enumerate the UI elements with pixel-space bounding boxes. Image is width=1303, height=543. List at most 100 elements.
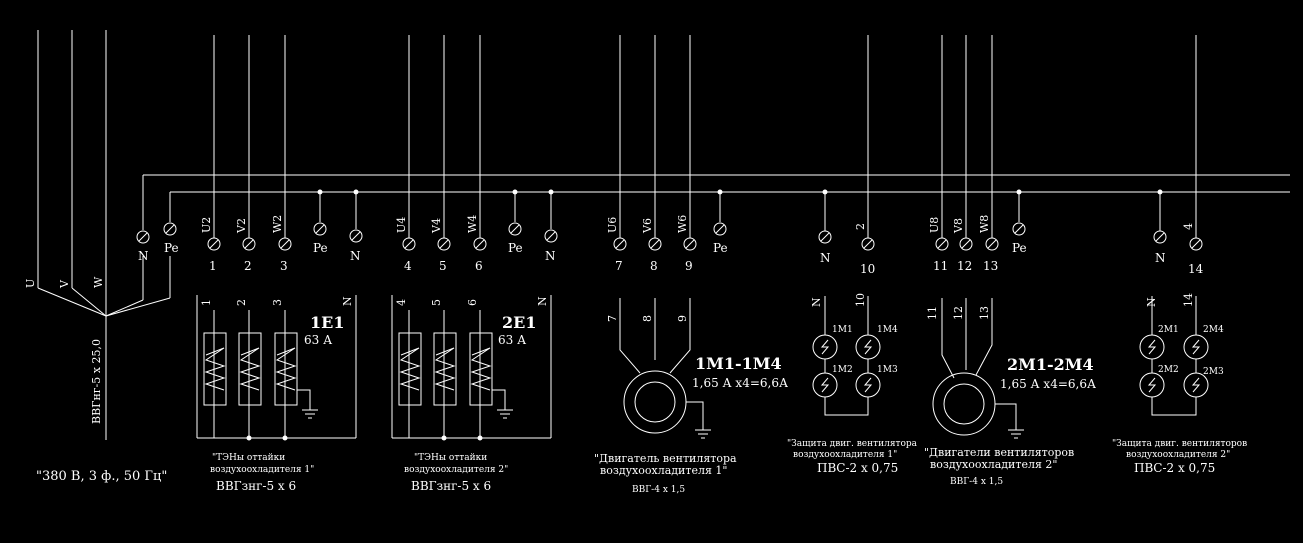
top-label: N (810, 297, 823, 307)
pe-label: Pe (713, 241, 728, 255)
terminal-label: W2 (271, 215, 284, 233)
cable-label: ВВГзнг-5 х 6 (411, 479, 491, 493)
device-label: 2М3 (1203, 367, 1224, 377)
terminal-12 (959, 237, 973, 251)
cable-label: ВВГзнг-5 х 6 (216, 479, 296, 493)
supply-phase-u: U (24, 279, 37, 288)
terminal-number: 11 (933, 259, 948, 273)
terminal-label: U8 (928, 217, 941, 233)
device-label: 2М4 (1203, 325, 1224, 335)
terminal-label: U4 (395, 217, 408, 233)
pe-label: Pe (1012, 241, 1027, 255)
cable-label: ВВГ-4 х 1,5 (632, 485, 685, 495)
terminal-11 (935, 237, 949, 251)
terminal-number: 14 (1188, 262, 1204, 276)
terminal-number: 9 (685, 259, 693, 273)
load-label: N (341, 296, 354, 306)
terminal-n (544, 229, 558, 243)
terminal-number: 1 (209, 259, 217, 273)
terminal-pe (163, 222, 177, 236)
supply-cable-label: ВВГнг-5 х 25,0 (90, 339, 103, 424)
motor-1m1-1m4: U6 V6 W6 7 8 9 Pe 7 8 9 1М1-1М4 1,65 А х… (594, 35, 788, 495)
load-current: 63 А (304, 333, 332, 347)
load-label: 3 (271, 299, 284, 306)
top-label: 14 (1182, 293, 1195, 307)
terminal-13 (985, 237, 999, 251)
load-label: 1 (200, 299, 213, 306)
device-label: 1М4 (877, 325, 898, 335)
device-label: 1М3 (877, 365, 898, 375)
terminal-8 (648, 237, 662, 251)
terminal-label: 2 (854, 223, 867, 230)
terminal-n (136, 230, 150, 244)
supply-phase-v: V (58, 279, 71, 289)
caption: воздухоохладителя 1" (210, 465, 314, 475)
terminal-label: W4 (466, 215, 479, 233)
cable-label: ПВС-2 х 0,75 (1134, 461, 1215, 475)
terminal-pe (1012, 222, 1026, 236)
supply-phase-w: W (92, 276, 105, 288)
terminal-label: W6 (676, 215, 689, 233)
load-label: 4 (395, 299, 408, 306)
terminal-number: 4 (404, 259, 412, 273)
supply-feed: U V W ВВГнг-5 х 25,0 "380 В, 3 ф., 50 Гц… (24, 30, 171, 484)
terminal-number: 7 (615, 259, 623, 273)
load-label: 6 (466, 299, 479, 306)
terminal-n (818, 230, 832, 244)
caption: воздухоохладителя 2" (930, 458, 1057, 471)
terminal-label: V8 (952, 218, 965, 234)
terminal-number: 8 (650, 259, 658, 273)
wire-label: 9 (676, 315, 689, 322)
terminal-label: V2 (235, 218, 248, 234)
device-label: 2М1 (1158, 325, 1179, 335)
terminal-label: U6 (606, 217, 619, 233)
terminal-number: 13 (983, 259, 998, 273)
caption: "Защита двиг. вентиляторов (1112, 439, 1247, 449)
cable-label: ВВГ-4 х 1,5 (950, 477, 1003, 487)
wire-label: 8 (641, 315, 654, 322)
cable-label: ПВС-2 х 0,75 (817, 461, 898, 475)
terminal-3 (278, 237, 292, 251)
n-label: N (545, 249, 556, 263)
wire-label: 12 (952, 306, 965, 320)
motor-icon (932, 372, 996, 436)
terminal-pe (313, 222, 327, 236)
terminal-label: 4 (1182, 223, 1195, 230)
terminal-number: 10 (860, 262, 875, 276)
top-label: 10 (854, 293, 867, 307)
bus-lines (142, 174, 1290, 230)
terminal-1 (207, 237, 221, 251)
terminal-4 (402, 237, 416, 251)
caption: воздухоохладителя 2" (404, 465, 508, 475)
terminal-9 (683, 237, 697, 251)
terminal-number: 3 (280, 259, 288, 273)
terminal-number: 6 (475, 259, 483, 273)
caption: "ТЭНы оттайки (212, 453, 285, 463)
protection-2: 4 N 14 N 14 2М1 2М4 2М2 2М3 "Защита двиг… (1112, 35, 1247, 475)
terminal-number: 12 (957, 259, 972, 273)
load-name: 2E1 (502, 313, 536, 332)
load-current: 63 А (498, 333, 526, 347)
caption: воздухоохладителя 1" (600, 464, 727, 477)
load-name: 1E1 (310, 313, 344, 332)
motor-name: 1М1-1М4 (695, 354, 782, 373)
motor-current: 1,65 А х4=6,6А (692, 376, 788, 390)
terminal-label: V4 (430, 218, 443, 234)
device-label: 1М1 (832, 325, 853, 335)
bus-terminals: N Pe (136, 222, 179, 263)
caption: "Двигатели вентиляторов (924, 446, 1074, 459)
bus-pe-label: Pe (164, 241, 179, 255)
motor-current: 1,65 А х4=6,6А (1000, 377, 1096, 391)
group-1e1: U2 V2 W2 1 2 3 Pe N 1 2 3 N 1E1 63 А "ТЭ… (196, 35, 363, 493)
terminal-label: V6 (641, 218, 654, 234)
bus-n-label: N (138, 249, 149, 263)
caption: воздухоохладителя 2" (1126, 450, 1230, 460)
caption: воздухоохладителя 1" (793, 450, 897, 460)
terminal-number: N (1155, 251, 1166, 265)
pe-label: Pe (508, 241, 523, 255)
supply-spec-label: "380 В, 3 ф., 50 Гц" (36, 469, 167, 484)
load-label: N (536, 296, 549, 306)
motor-icon (623, 370, 687, 434)
terminal-n (349, 229, 363, 243)
